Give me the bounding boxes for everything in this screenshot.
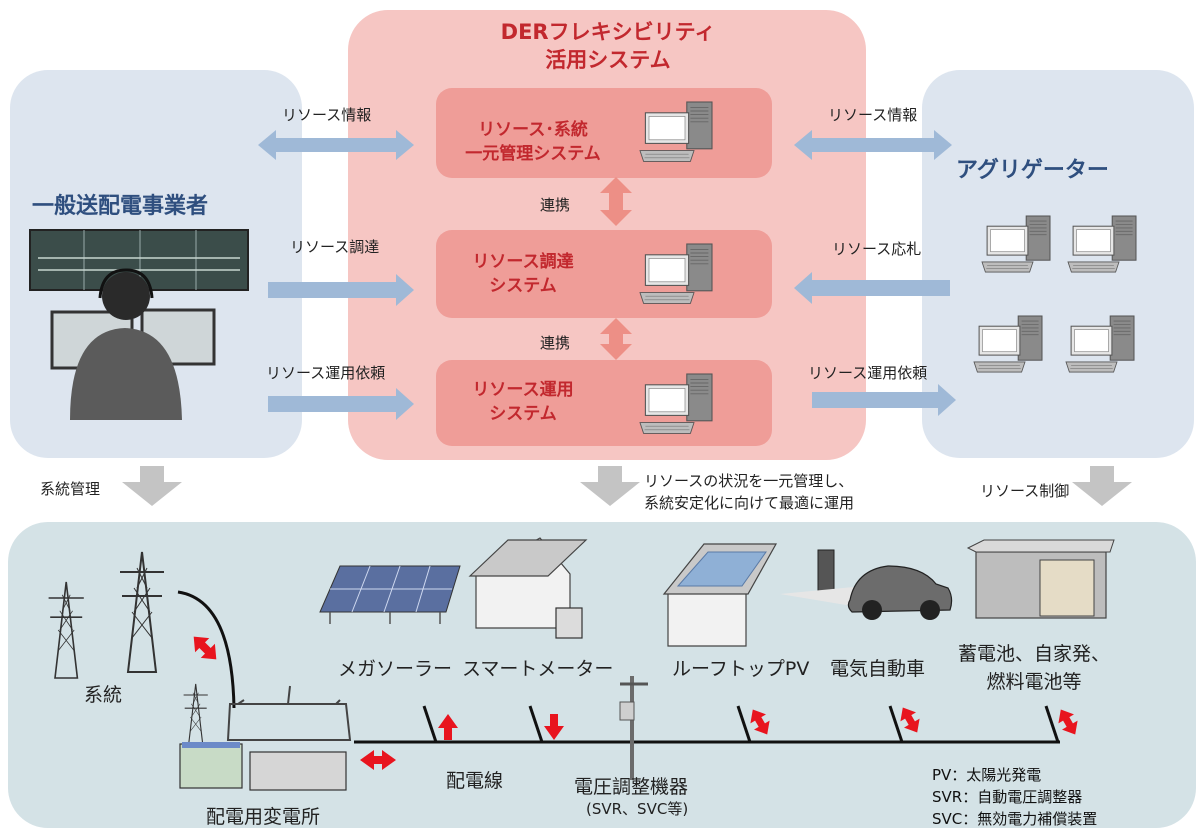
system-label-procurement: リソース調達 システム <box>472 252 574 296</box>
storage-illustration <box>966 539 1115 619</box>
down-label-center: リソースの状況を一元管理し、 系統安定化に向けて最適に運用 <box>644 472 855 512</box>
distribution-line <box>354 676 1083 780</box>
right-flow-bid: リソース応札 <box>832 240 922 258</box>
aggregator-panel <box>922 70 1194 458</box>
label-mega-solar: メガソーラー <box>338 658 453 680</box>
link-arrows <box>600 177 632 360</box>
right-flow-operation: リソース運用依頼 <box>808 364 928 382</box>
rooftop-pv-house-illustration <box>662 543 778 647</box>
system-label-unified: リソース･系統 一元管理システム <box>465 120 601 164</box>
right-flow-info: リソース情報 <box>828 106 918 124</box>
link-label-1: 連携 <box>540 196 571 214</box>
mega-solar-illustration <box>319 565 461 624</box>
system-box-operation <box>436 360 772 446</box>
smart-meter-house-illustration <box>468 537 588 639</box>
left-flow-operation: リソース運用依頼 <box>266 364 386 382</box>
label-substation: 配電用変電所 <box>206 806 321 828</box>
operator-title: 一般送配電事業者 <box>32 194 209 219</box>
down-label-resource-control: リソース制御 <box>980 482 1070 500</box>
center-title: DERフレキシビリティ 活用システム <box>500 20 716 72</box>
label-storage: 蓄電池、自家発、 燃料電池等 <box>958 643 1111 693</box>
substation-illustration <box>179 683 352 791</box>
ev-illustration <box>780 549 953 620</box>
left-flow-procurement: リソース調達 <box>290 238 380 256</box>
link-label-2: 連携 <box>540 334 571 352</box>
system-box-procurement <box>436 230 772 318</box>
label-voltage-device: 電圧調整機器 <box>574 776 689 798</box>
system-box-unified-management <box>436 88 772 178</box>
legend-svr: SVR：自動電圧調整器 <box>932 788 1083 806</box>
label-ev: 電気自動車 <box>830 658 926 680</box>
label-grid: 系統 <box>84 684 123 706</box>
operator-illustration <box>29 229 249 420</box>
aggregator-title: アグリゲーター <box>956 158 1109 183</box>
label-voltage-device-note: (SVR、SVC等) <box>586 800 689 818</box>
flow-arrows <box>258 130 956 420</box>
down-arrows <box>122 466 1132 506</box>
left-flow-info: リソース情報 <box>282 106 372 124</box>
label-smart-meter: スマートメーター <box>462 658 614 680</box>
grid-towers <box>47 551 236 709</box>
label-rooftop-pv: ルーフトップPV <box>672 658 810 680</box>
legend-pv: PV：太陽光発電 <box>932 766 1042 784</box>
legend-svc: SVC：無効電力補償装置 <box>932 810 1098 828</box>
system-label-operation: リソース運用 システム <box>472 380 574 424</box>
down-label-grid-management: 系統管理 <box>40 480 101 498</box>
label-distribution-line: 配電線 <box>446 770 504 792</box>
